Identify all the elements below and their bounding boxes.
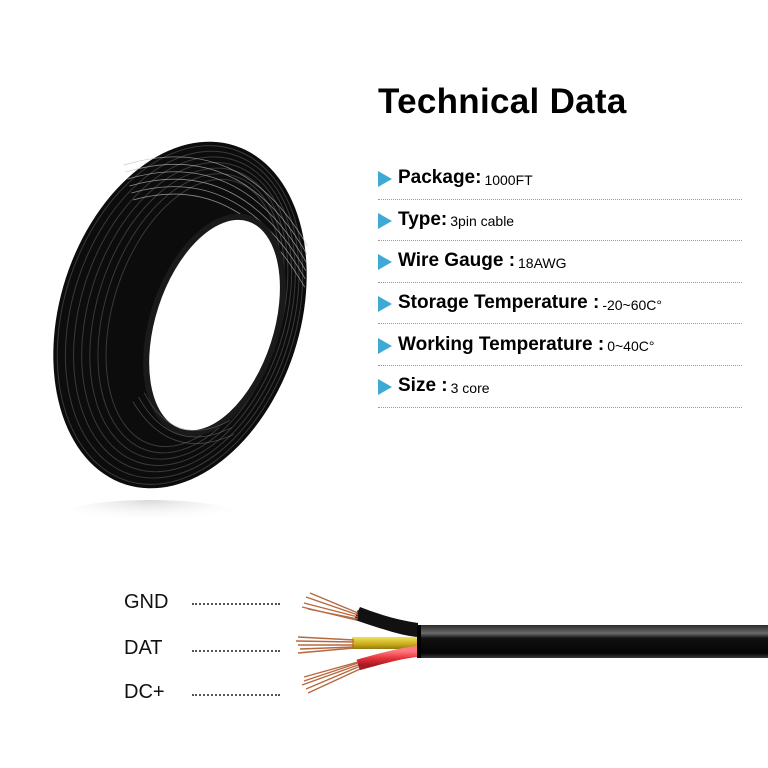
- spec-value: 3 core: [450, 379, 490, 396]
- spec-value: 18AWG: [518, 254, 567, 271]
- spec-label: Type:: [398, 208, 448, 230]
- pin-leader-dat: [192, 650, 280, 652]
- spec-label: Wire Gauge :: [398, 250, 516, 272]
- spec-label: Storage Temperature :: [398, 292, 600, 314]
- spec-value: 3pin cable: [450, 213, 515, 230]
- spec-row-package: Package: 1000FT: [378, 158, 742, 200]
- spec-label: Package:: [398, 167, 482, 189]
- cable-cross-section-image: [295, 592, 768, 694]
- arrow-right-icon: [378, 379, 392, 396]
- spec-label: Working Temperature :: [398, 333, 605, 355]
- arrow-right-icon: [378, 171, 392, 188]
- arrow-right-icon: [378, 212, 392, 229]
- arrow-right-icon: [378, 254, 392, 271]
- pin-label-dat: DAT: [124, 637, 163, 659]
- pin-label-gnd: GND: [124, 591, 169, 613]
- page-title: Technical Data: [378, 82, 627, 121]
- pin-label-dcplus: DC+: [124, 681, 165, 703]
- spec-value: -20~60C°: [602, 296, 663, 313]
- spec-label: Size :: [398, 375, 448, 397]
- spec-row-storage-temperature: Storage Temperature : -20~60C°: [378, 283, 742, 325]
- pin-leader-gnd: [192, 603, 280, 605]
- spec-row-size: Size : 3 core: [378, 366, 742, 408]
- arrow-right-icon: [378, 296, 392, 313]
- pin-leader-dcplus: [192, 694, 280, 696]
- spec-row-working-temperature: Working Temperature : 0~40C°: [378, 324, 742, 366]
- spec-value: 1000FT: [484, 171, 533, 188]
- arrow-right-icon: [378, 337, 392, 354]
- spec-row-wire-gauge: Wire Gauge : 18AWG: [378, 241, 742, 283]
- spec-row-type: Type: 3pin cable: [378, 200, 742, 242]
- cable-coil-image: [53, 141, 308, 536]
- spec-list: Package: 1000FT Type: 3pin cable Wire Ga…: [378, 158, 742, 408]
- spec-value: 0~40C°: [607, 338, 655, 355]
